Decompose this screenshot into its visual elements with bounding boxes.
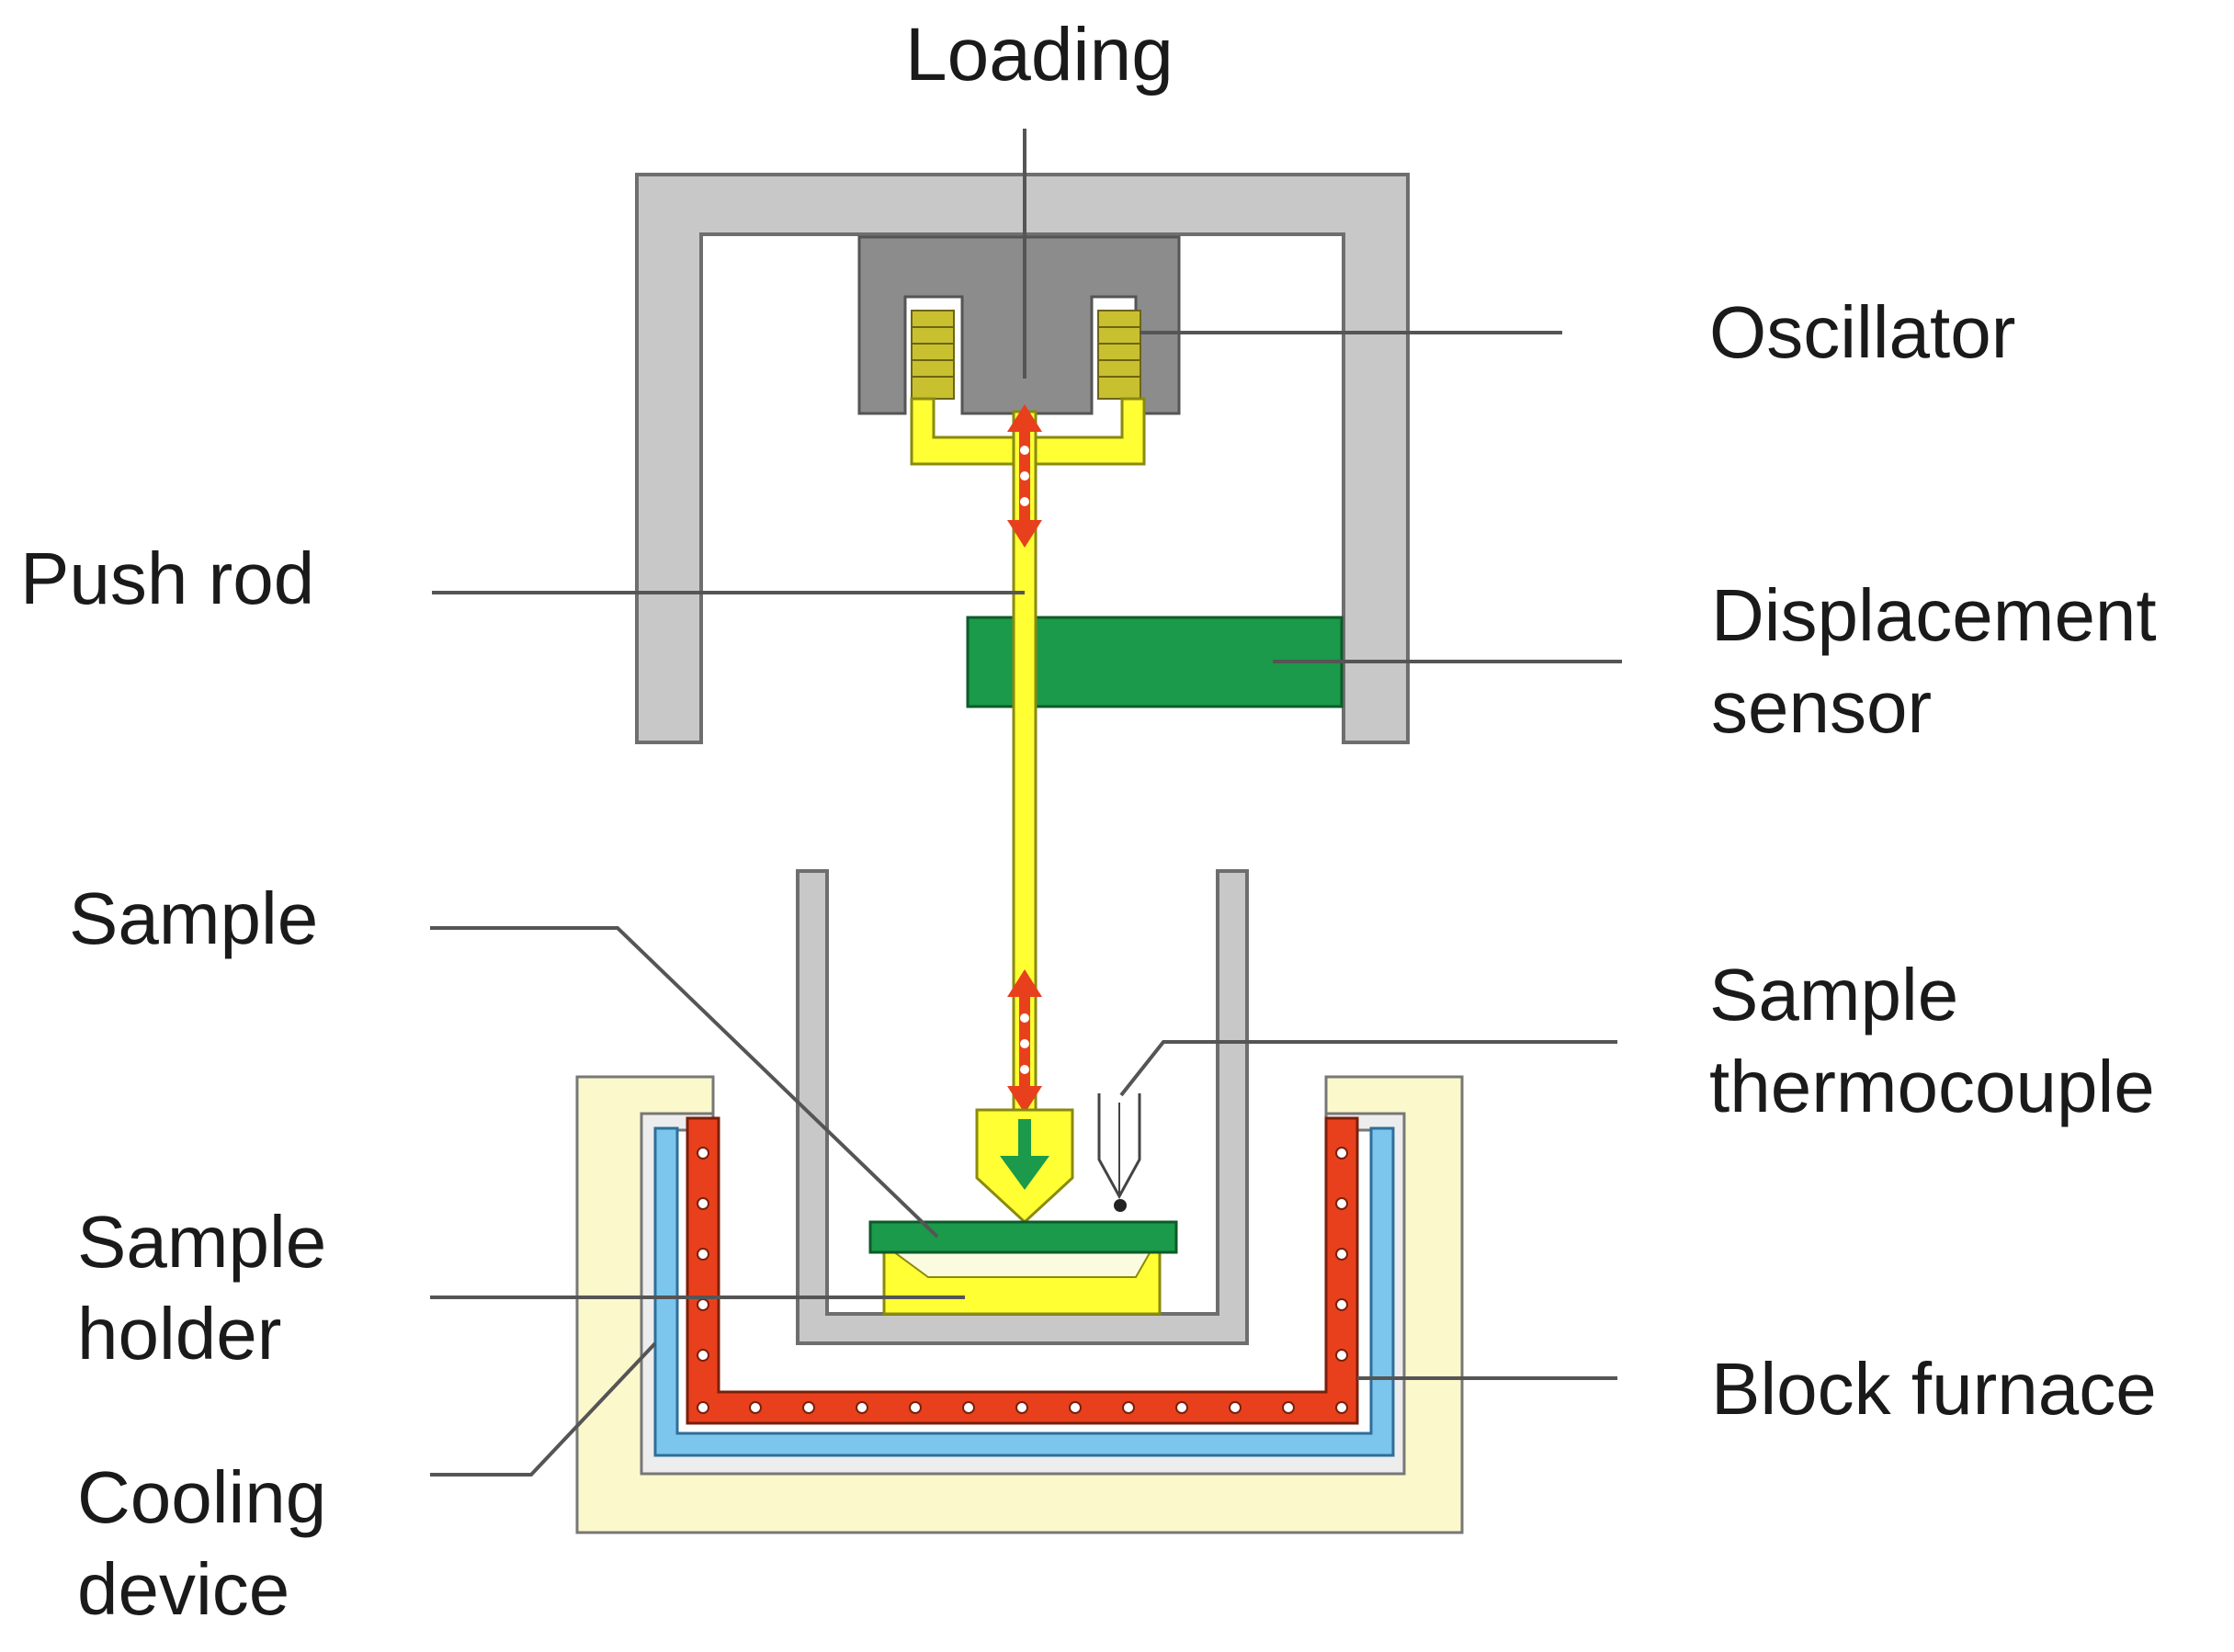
force-arrow-upper <box>1007 404 1042 548</box>
label-sample-holder-line-1: Sample <box>77 1201 327 1283</box>
thermocouple-junction <box>1114 1199 1127 1212</box>
label-cooling-device-line-1: Cooling <box>77 1456 327 1538</box>
oscillator <box>857 235 1181 466</box>
label-oscillator: Oscillator <box>1709 291 2016 373</box>
sample-thermocouple-leader <box>1119 1040 1617 1097</box>
furnace-heater-holes <box>697 1147 1348 1414</box>
oscillator-coil-left <box>911 310 955 400</box>
oscillator-coil-right <box>1097 310 1141 400</box>
label-push-rod: Push rod <box>20 537 315 619</box>
label-sample: Sample <box>69 877 319 959</box>
label-displacement-sensor-line-2: sensor <box>1711 666 1933 748</box>
label-sample-thermocouple: Sample thermocouple <box>1709 949 2155 1133</box>
oscillator-body <box>857 235 1181 415</box>
label-sample-thermocouple-line-1: Sample <box>1709 954 1959 1035</box>
label-sample-holder-line-2: holder <box>77 1293 282 1375</box>
upper-frame <box>635 173 1410 744</box>
label-cooling-device-line-2: device <box>77 1548 290 1630</box>
label-loading: Loading <box>905 13 1174 96</box>
label-displacement-sensor-line-1: Displacement <box>1711 574 2157 656</box>
probe-inner-arrow <box>1000 1119 1049 1190</box>
oscillator-yoke <box>910 397 1146 466</box>
label-cooling-device: Cooling device <box>77 1452 326 1635</box>
force-arrow-lower <box>1007 969 1042 1114</box>
sample-holder-recess <box>890 1250 1152 1278</box>
leader-lines <box>430 331 1622 1477</box>
sample-leader <box>430 926 939 1239</box>
cooling-channel <box>653 1126 1395 1457</box>
cooling-device-leader <box>430 1341 657 1477</box>
label-sample-thermocouple-line-2: thermocouple <box>1709 1046 2155 1127</box>
label-sample-holder: Sample holder <box>77 1196 326 1380</box>
sample-chamber <box>796 869 1249 1345</box>
sample <box>868 1220 1178 1254</box>
block-furnace <box>686 1116 1359 1425</box>
label-displacement-sensor: Displacement sensor <box>1711 570 2157 753</box>
label-block-furnace: Block furnace <box>1711 1348 2157 1430</box>
